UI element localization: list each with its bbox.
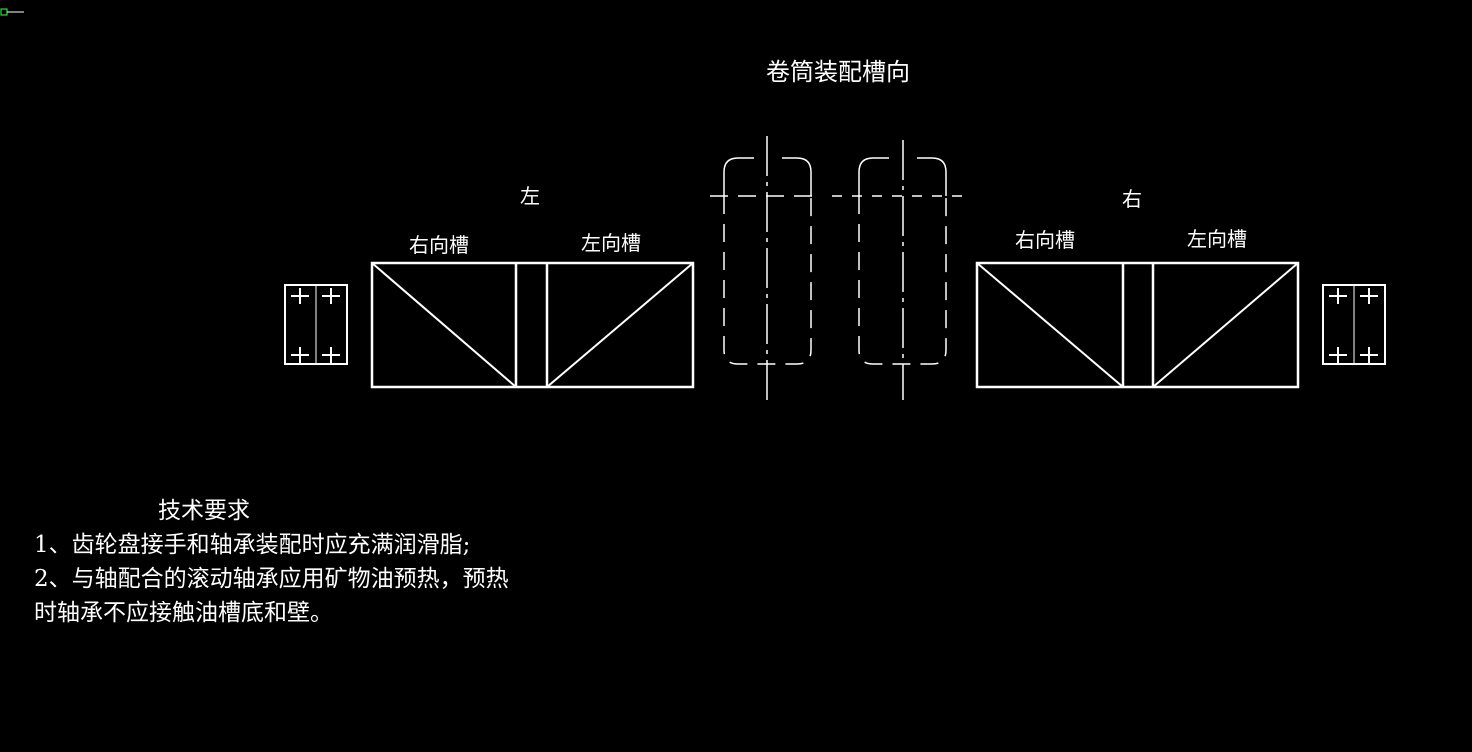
drawing-title: 卷筒装配槽向 — [766, 58, 910, 86]
right-side-label: 右 — [1122, 187, 1142, 211]
right-bearing-symbol — [1322, 284, 1386, 365]
left-side-label: 左 — [520, 184, 540, 208]
right-group-left-slot-label: 左向槽 — [1187, 227, 1247, 251]
ucs-corner-icon — [0, 8, 24, 16]
left-bearing-symbol — [284, 284, 348, 365]
right-drum-slot-view — [975, 261, 1300, 389]
right-group-right-slot-label: 右向槽 — [1015, 228, 1075, 252]
center-left-slot-profile — [710, 136, 822, 400]
requirements-title: 技术要求 — [158, 498, 250, 524]
left-group-left-slot-label: 左向槽 — [581, 231, 641, 255]
requirement-item-2: 2、与轴配合的滚动轴承应用矿物油预热，预热时轴承不应接触油槽底和壁。 — [34, 566, 509, 626]
requirement-item-1: 1、齿轮盘接手和轴承装配时应充满润滑脂; — [34, 532, 471, 558]
left-drum-slot-view — [370, 261, 695, 389]
left-group-right-slot-label: 右向槽 — [409, 233, 469, 257]
technical-requirements: 技术要求 1、齿轮盘接手和轴承装配时应充满润滑脂; 2、与轴配合的滚动轴承应用矿… — [34, 494, 514, 630]
center-right-slot-profile — [832, 140, 962, 400]
